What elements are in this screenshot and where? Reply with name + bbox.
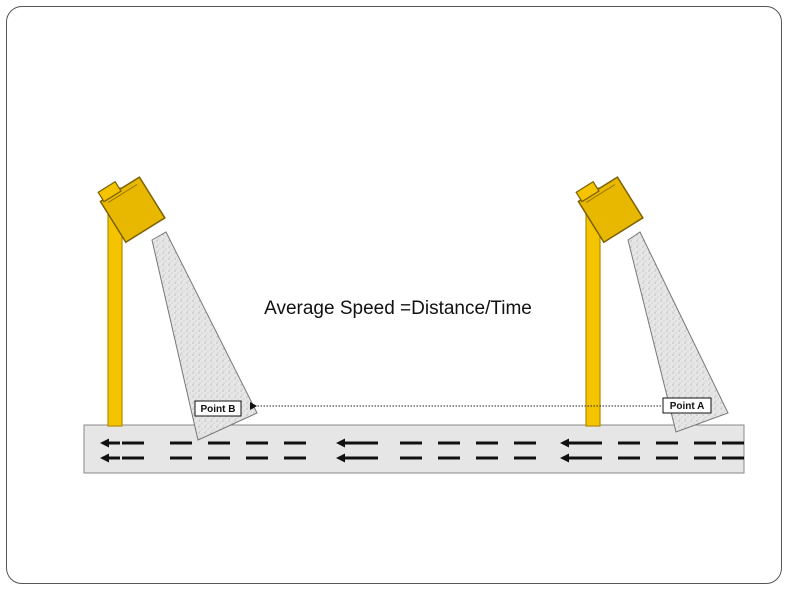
lane-dash [400, 441, 422, 445]
road [83, 424, 745, 474]
lane-dash [170, 456, 192, 460]
speed-camera-icon [575, 176, 644, 244]
lane-dash [694, 456, 716, 460]
left-arrow-icon [560, 453, 569, 463]
lane-dash [618, 441, 640, 445]
lane-dash [580, 456, 602, 460]
left-arrow-icon [560, 438, 569, 448]
lane-dash [656, 441, 678, 445]
lane-markings [100, 438, 744, 463]
lane-dash [722, 456, 744, 460]
lane-dash [580, 441, 602, 445]
lane-dash [208, 456, 230, 460]
camera-post-b [97, 176, 258, 441]
lane-dash [284, 441, 306, 445]
lane-dash [438, 456, 460, 460]
camera-beam-a [627, 231, 729, 433]
lane-arrow-shaft [108, 441, 120, 445]
lane-dash [694, 441, 716, 445]
lane-dash [618, 456, 640, 460]
lane-dash [284, 456, 306, 460]
lane-dash [514, 456, 536, 460]
point-b-label: Point B [194, 400, 242, 417]
speed-camera-icon [97, 176, 166, 244]
lane-dash [122, 441, 144, 445]
point-a-label: Point A [662, 397, 712, 414]
svg-text:Point B: Point B [201, 404, 236, 415]
camera-post-a [575, 176, 729, 433]
lane-dash [356, 456, 378, 460]
camera-beam-b [151, 231, 258, 441]
lane-dash [400, 456, 422, 460]
lane-dash [438, 441, 460, 445]
lane-dash [476, 441, 498, 445]
lane-dash [246, 441, 268, 445]
lane-dash [722, 441, 744, 445]
lane-arrow-shaft [344, 456, 356, 460]
left-arrow-icon [100, 438, 109, 448]
lane-dash [514, 441, 536, 445]
lane-arrow-shaft [568, 456, 580, 460]
lane-dash [476, 456, 498, 460]
svg-text:Point A: Point A [670, 401, 705, 412]
formula-text: Average Speed =Distance/Time [264, 298, 532, 319]
lane-arrow-shaft [568, 441, 580, 445]
lane-dash [208, 441, 230, 445]
lane-dash [656, 456, 678, 460]
lane-dash [122, 456, 144, 460]
left-arrow-icon [100, 453, 109, 463]
left-arrow-icon [336, 453, 345, 463]
lane-dash [170, 441, 192, 445]
lane-dash [356, 441, 378, 445]
left-arrow-icon [336, 438, 345, 448]
lane-arrow-shaft [344, 441, 356, 445]
lane-dash [246, 456, 268, 460]
lane-arrow-shaft [108, 456, 120, 460]
